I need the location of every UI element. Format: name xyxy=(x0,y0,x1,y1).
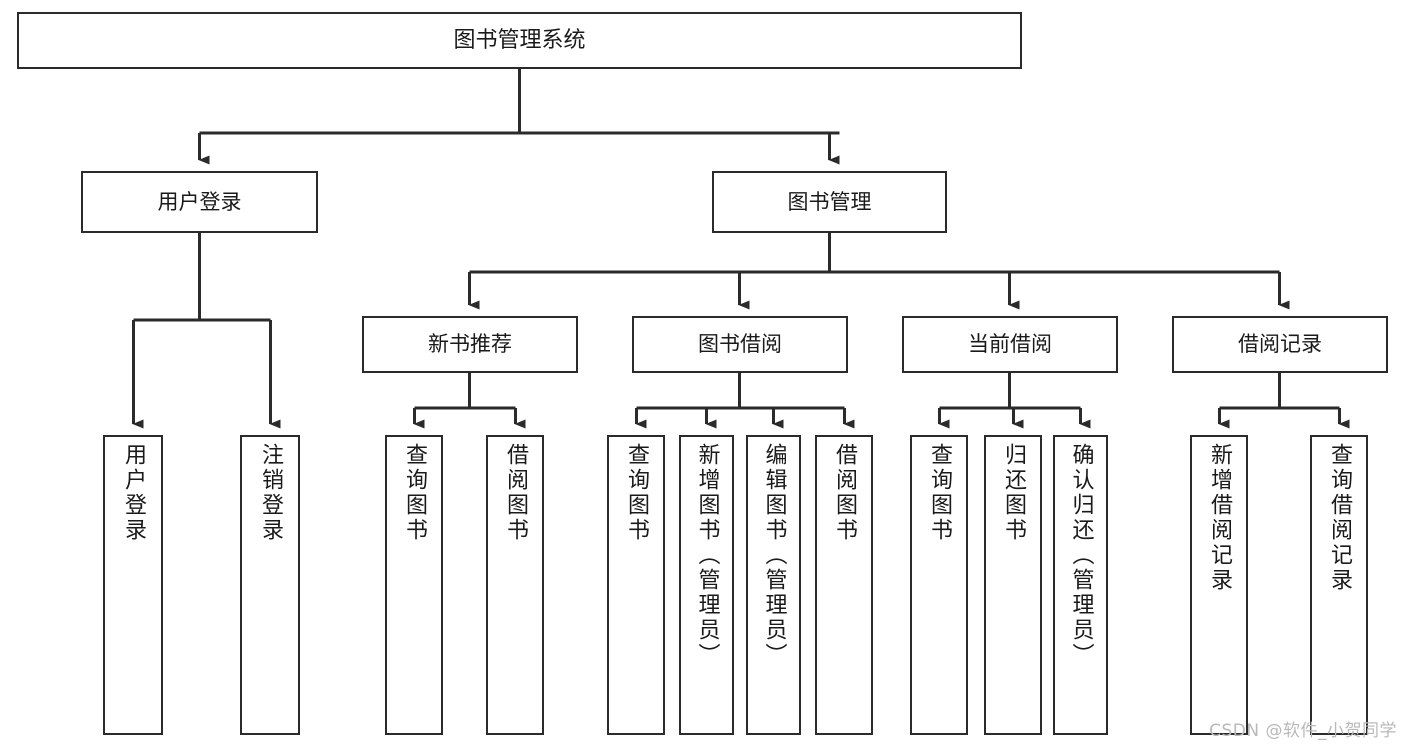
node-borrow-record-label: 借阅记录 xyxy=(1238,332,1322,357)
node-leaf-borrow-book[interactable]: 借阅图书 xyxy=(815,435,873,735)
node-leaf-add-record-label: 新增借阅记录 xyxy=(1207,443,1232,593)
node-book-manage-label: 图书管理 xyxy=(787,189,872,214)
node-borrow-record[interactable]: 借阅记录 xyxy=(1172,316,1388,373)
node-book-manage[interactable]: 图书管理 xyxy=(712,171,947,233)
node-leaf-query-book-borrow[interactable]: 查询图书 xyxy=(607,435,665,735)
node-leaf-query-book-borrow-label: 查询图书 xyxy=(624,443,649,543)
node-leaf-add-book-label: 新增图书（管理员） xyxy=(694,443,720,668)
node-leaf-query-book-rec[interactable]: 查询图书 xyxy=(385,435,443,735)
node-leaf-query-book-current-label: 查询图书 xyxy=(927,443,952,543)
node-leaf-add-record[interactable]: 新增借阅记录 xyxy=(1190,435,1248,735)
node-leaf-borrow-book-label: 借阅图书 xyxy=(832,443,857,543)
node-leaf-borrow-book-rec-label: 借阅图书 xyxy=(503,443,528,543)
node-leaf-query-book-current[interactable]: 查询图书 xyxy=(910,435,968,735)
node-book-borrow[interactable]: 图书借阅 xyxy=(632,316,848,373)
node-new-book-recommend-label: 新书推荐 xyxy=(428,332,512,357)
node-leaf-confirm-return-label: 确认归还（管理员） xyxy=(1068,443,1094,668)
csdn-watermark: CSDN @软件_小贺同学 xyxy=(1209,721,1397,741)
node-leaf-query-record-label: 查询借阅记录 xyxy=(1327,443,1352,593)
node-leaf-query-record[interactable]: 查询借阅记录 xyxy=(1310,435,1368,735)
node-current-borrow-label: 当前借阅 xyxy=(968,332,1052,357)
node-leaf-edit-book-label: 编辑图书（管理员） xyxy=(761,443,787,668)
node-user-login-label: 用户登录 xyxy=(157,189,242,214)
node-leaf-user-login-label: 用户登录 xyxy=(121,443,146,543)
node-leaf-user-logout[interactable]: 注销登录 xyxy=(240,435,300,735)
node-leaf-user-logout-label: 注销登录 xyxy=(258,443,283,543)
node-leaf-return-book-label: 归还图书 xyxy=(1001,443,1026,543)
node-current-borrow[interactable]: 当前借阅 xyxy=(902,316,1118,373)
node-leaf-borrow-book-rec[interactable]: 借阅图书 xyxy=(486,435,544,735)
node-leaf-user-login[interactable]: 用户登录 xyxy=(103,435,163,735)
node-user-login[interactable]: 用户登录 xyxy=(81,171,318,233)
node-root-label: 图书管理系统 xyxy=(453,27,586,53)
node-leaf-confirm-return[interactable]: 确认归还（管理员） xyxy=(1053,435,1108,735)
node-leaf-return-book[interactable]: 归还图书 xyxy=(984,435,1042,735)
node-leaf-edit-book[interactable]: 编辑图书（管理员） xyxy=(746,435,801,735)
node-new-book-recommend[interactable]: 新书推荐 xyxy=(362,316,578,373)
node-root[interactable]: 图书管理系统 xyxy=(17,12,1022,69)
node-leaf-add-book[interactable]: 新增图书（管理员） xyxy=(679,435,734,735)
node-leaf-query-book-rec-label: 查询图书 xyxy=(402,443,427,543)
node-book-borrow-label: 图书借阅 xyxy=(698,332,782,357)
